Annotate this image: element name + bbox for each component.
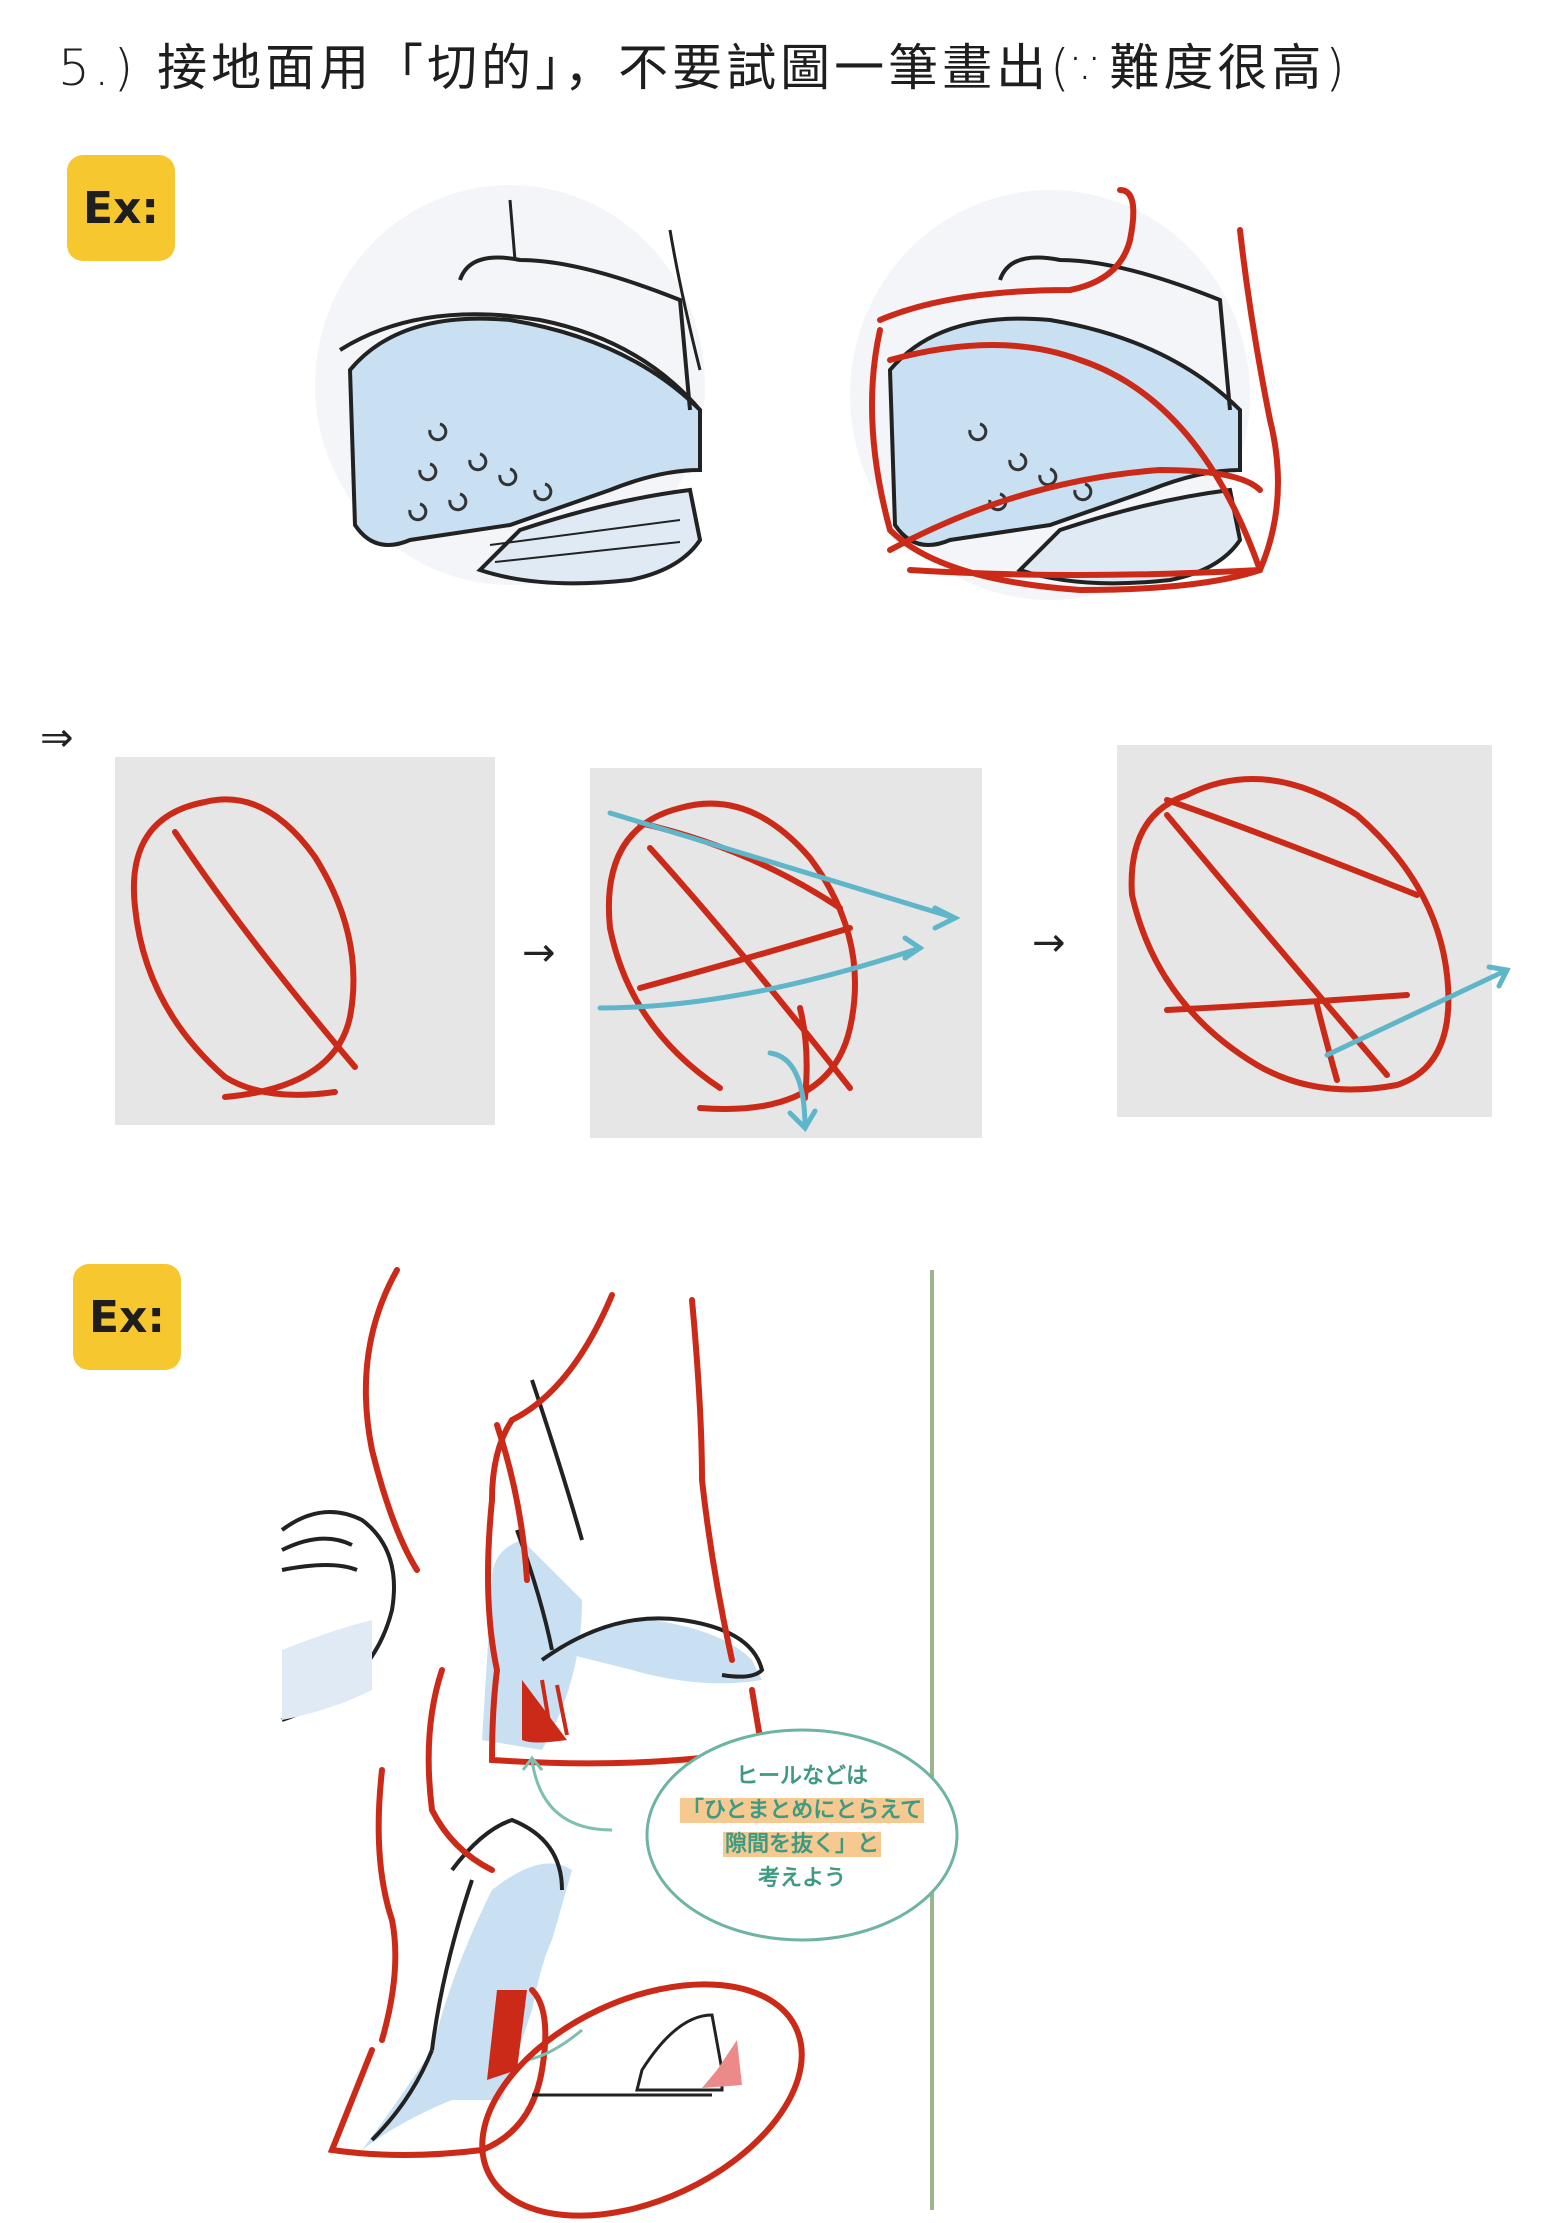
step-arrow-2: → — [1032, 920, 1066, 966]
heel-illustration: ヒールなどは 「ひとまとめにとらえて 隙間を抜く」と 考えよう — [280, 1267, 959, 2219]
step-drawing-3 — [1128, 776, 1511, 1093]
step-arrow-1: → — [522, 930, 556, 976]
callout-text: ヒールなどは 「ひとまとめにとらえて 隙間を抜く」と 考えよう — [652, 1760, 952, 1896]
callout-line-2: 「ひとまとめにとらえて — [679, 1798, 925, 1823]
shoe-drawing-plain — [315, 185, 705, 586]
step-panel-3 — [1117, 745, 1511, 1117]
shoe-sole-illustration — [315, 185, 1281, 600]
heel-detail-circle — [479, 1981, 805, 2219]
callout-line-4: 考えよう — [757, 1866, 846, 1891]
heel-drawing — [280, 1267, 959, 2219]
heading-note: 5.) 接地面用「切的」，不要試圖一筆畫出(∵難度很高) — [58, 39, 1349, 97]
lead-arrow: ⇒ — [40, 715, 74, 761]
step-panel-2 — [590, 768, 982, 1138]
callout-line-3: 隙間を抜く」と — [722, 1832, 881, 1857]
step-drawing-2 — [597, 800, 961, 1133]
example-badge-1: Ex: — [67, 155, 175, 261]
shoe-drawing-construction — [850, 187, 1281, 600]
callout-line-1: ヒールなどは — [735, 1764, 868, 1789]
example-badge-2: Ex: — [73, 1264, 181, 1370]
step-drawing-1 — [130, 796, 358, 1100]
step-panel-1 — [115, 757, 495, 1125]
